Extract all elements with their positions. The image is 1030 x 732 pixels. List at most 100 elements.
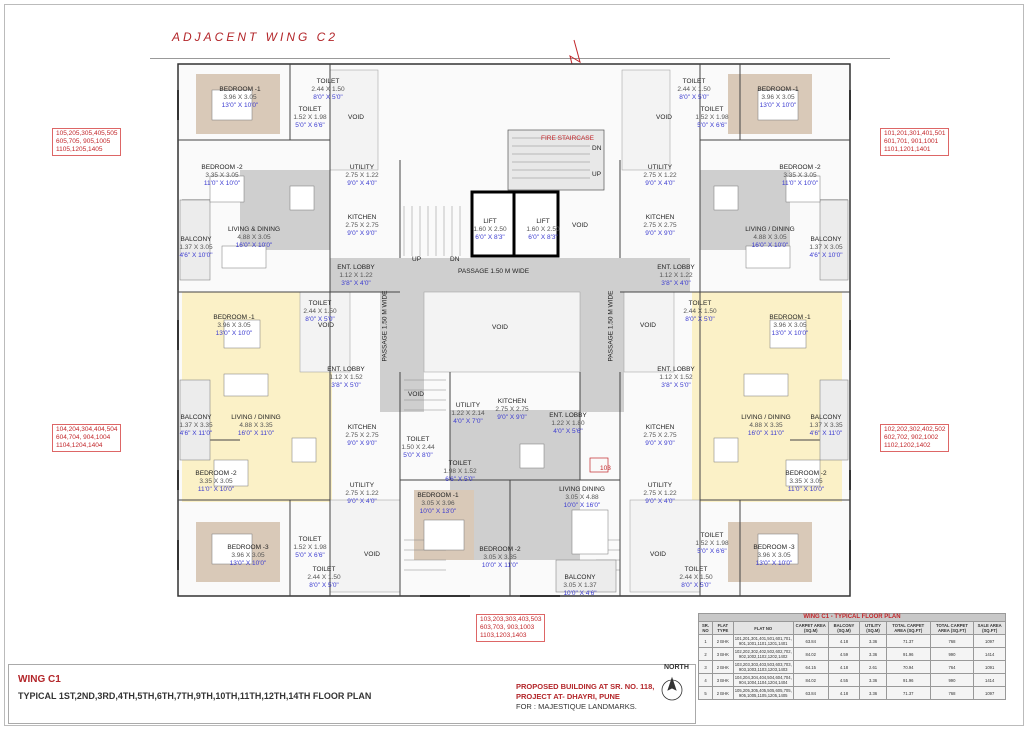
room-dimension-ft: 6'6" X 5'0" — [445, 476, 475, 483]
void-label: VOID — [318, 322, 334, 329]
area-table-header: FLAT NO — [732, 621, 794, 635]
void-label: VOID — [364, 551, 380, 558]
table-cell: 3.36 — [859, 634, 887, 648]
area-table-title: WING C1 - TYPICAL FLOOR PLAN — [698, 613, 1006, 622]
room-dimension-ft: 10'0" X 16'0" — [563, 502, 601, 509]
dn-label: DN — [592, 145, 602, 152]
fire-staircase — [507, 129, 605, 191]
table-cell: 5 — [698, 686, 713, 700]
room-dimension-ft: 9'0" X 9'0" — [645, 440, 675, 447]
room-name: LIVING / DINING — [741, 414, 791, 421]
void-label: VOID — [656, 114, 672, 121]
table-cell: 4.55 — [827, 673, 861, 687]
table-cell: 3 — [698, 660, 713, 674]
room-dimension-m: 3.05 X 1.37 — [563, 582, 597, 589]
room-name: UTILITY — [647, 164, 673, 171]
room-dimension-m: 3.05 X 4.88 — [565, 494, 599, 501]
room-dimension-ft: 8'0" X 5'0" — [313, 94, 343, 101]
room-dimension-ft: 8'0" X 5'0" — [681, 582, 711, 589]
void-areas — [299, 69, 701, 593]
room-dimension-ft: 4'6" X 11'0" — [179, 430, 213, 437]
table-cell: 84.02 — [792, 673, 829, 687]
table-cell: 768 — [929, 634, 975, 648]
area-table-header: BALCONY (SQ.M) — [827, 621, 861, 635]
room-dimension-m: 2.75 X 1.22 — [345, 490, 379, 497]
room-name: BALCONY — [810, 414, 842, 421]
table-cell: 4.18 — [827, 686, 861, 700]
table-cell: 990 — [929, 673, 975, 687]
room-dimension-ft: 3'8" X 5'0" — [661, 382, 691, 389]
room-name: KITCHEN — [497, 398, 527, 405]
room-dimension-m: 1.37 X 3.35 — [179, 422, 213, 429]
room-dimension-ft: 13'0" X 10'0" — [759, 102, 797, 109]
project-line-2: PROJECT AT- DHAYRI, PUNE — [516, 692, 620, 701]
room-name: LIVING & DINING — [227, 226, 280, 233]
room-name: BEDROOM -1 — [769, 314, 811, 321]
room-name: ENT. LOBBY — [549, 412, 587, 419]
room-dimension-m: 1.60 X 2.50 — [526, 226, 560, 233]
room-dimension-ft: 5'0" X 6'6" — [697, 548, 727, 555]
table-cell: 3.36 — [859, 686, 887, 700]
wing-title: WING C1 — [18, 674, 61, 685]
room-dimension-m: 2.44 X 1.50 — [683, 308, 717, 315]
table-cell: 101,201,301,401,501,601,701, 901,1001,11… — [732, 634, 794, 648]
area-table-header: SR. NO — [698, 621, 713, 635]
table-cell: 3 BHK — [711, 673, 734, 687]
room-name: KITCHEN — [347, 214, 377, 221]
room-name: BEDROOM -3 — [753, 544, 795, 551]
room-dimension-m: 3.96 X 3.05 — [217, 322, 251, 329]
room-dimension-m: 2.44 X 1.50 — [311, 86, 345, 93]
area-table-header: TOTAL CARPET AREA (SQ.FT) — [929, 621, 975, 635]
fire-staircase-label: FIRE STAIRCASE — [541, 135, 594, 142]
room-dimension-m: 2.44 X 1.50 — [307, 574, 341, 581]
room-dimension-ft: 16'0" X 10'0" — [751, 242, 789, 249]
room-dimension-m: 2.75 X 2.75 — [345, 432, 379, 439]
room-dimension-ft: 11'0" X 10'0" — [203, 180, 241, 187]
room-dimension-m: 2.75 X 2.75 — [345, 222, 379, 229]
room-name: BEDROOM -2 — [779, 164, 821, 171]
room-dimension-m: 1.22 X 1.80 — [551, 420, 585, 427]
flat-group-left-mid: 104,204,304,404,504 604,704, 904,1004 11… — [52, 424, 122, 452]
room-dimension-ft: 9'0" X 9'0" — [497, 414, 527, 421]
room-dimension-m: 1.52 X 1.98 — [695, 114, 729, 121]
room-dimension-ft: 5'0" X 6'6" — [697, 122, 727, 129]
table-cell: 3.36 — [859, 673, 887, 687]
table-cell: 70.94 — [885, 660, 931, 674]
room-dimension-ft: 4'6" X 10'0" — [809, 252, 843, 259]
table-cell: 104,204,304,404,504,604,704, 904,1004,11… — [732, 673, 794, 687]
room-name: LIFT — [483, 218, 497, 225]
room-dimension-ft: 3'8" X 4'0" — [661, 280, 691, 287]
room-name: UTILITY — [349, 164, 375, 171]
room-name: TOILET — [700, 106, 724, 113]
flat-group-bottom: 103,203,303,403,503 603,703, 903,1003 11… — [476, 614, 546, 642]
room-name: KITCHEN — [347, 424, 377, 431]
room-dimension-ft: 8'0" X 5'0" — [679, 94, 709, 101]
area-table-header: FLAT TYPE — [711, 621, 734, 635]
room-dimension-ft: 9'0" X 4'0" — [347, 180, 377, 187]
room-dimension-m: 2.75 X 2.75 — [643, 432, 677, 439]
title-block — [8, 664, 696, 724]
table-cell: 91.96 — [885, 673, 931, 687]
room-name: BALCONY — [564, 574, 596, 581]
room-dimension-ft: 16'0" X 10'0" — [235, 242, 273, 249]
room-dimension-ft: 9'0" X 9'0" — [347, 230, 377, 237]
